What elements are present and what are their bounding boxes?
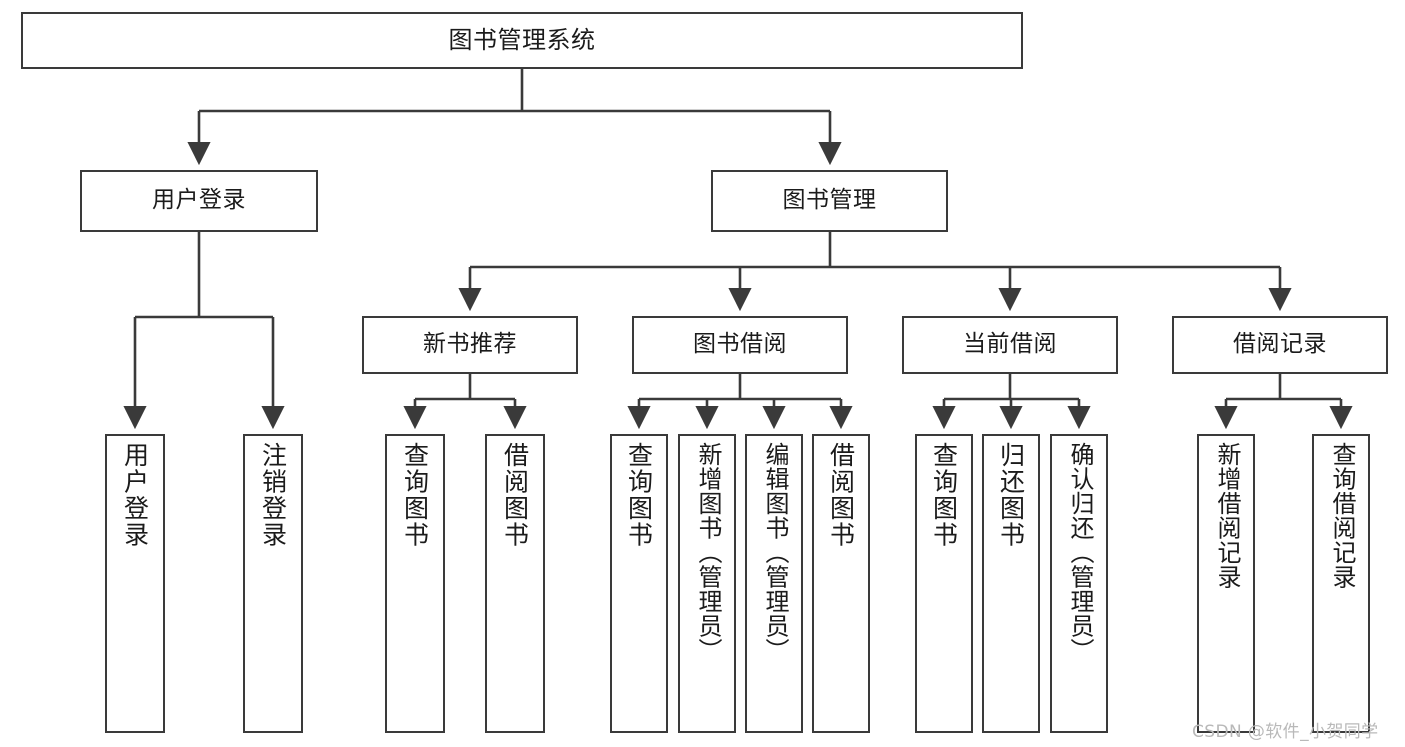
node-label-book-mgmt: 图书管理 [782,187,877,214]
node-leaf-br-add[interactable]: 新增借阅记录 [1197,434,1255,733]
node-label-leaf-user-login: 用户登录 [120,442,150,548]
node-label-leaf-rec-query: 查询图书 [400,442,430,548]
node-leaf-rec-query[interactable]: 查询图书 [385,434,445,733]
node-leaf-user-login[interactable]: 用户登录 [105,434,165,733]
node-user-login[interactable]: 用户登录 [80,170,318,232]
node-label-leaf-bb-borrow: 借阅图书 [826,442,856,548]
node-leaf-cb-query[interactable]: 查询图书 [915,434,973,733]
node-label-root: 图书管理系统 [448,26,596,55]
node-label-book-borrow: 图书借阅 [693,331,787,358]
node-label-current-borrow: 当前借阅 [963,331,1057,358]
node-current-borrow[interactable]: 当前借阅 [902,316,1118,374]
node-borrow-record[interactable]: 借阅记录 [1172,316,1388,374]
node-leaf-bb-edit[interactable]: 编辑图书（管理员） [745,434,803,733]
node-label-leaf-bb-add: 新增图书（管理员） [693,442,722,663]
node-label-user-login: 用户登录 [152,187,246,214]
node-book-borrow[interactable]: 图书借阅 [632,316,848,374]
node-new-book-rec[interactable]: 新书推荐 [362,316,578,374]
node-leaf-cb-confirm[interactable]: 确认归还（管理员） [1050,434,1108,733]
node-leaf-cb-return[interactable]: 归还图书 [982,434,1040,733]
node-label-leaf-br-add: 新增借阅记录 [1212,442,1241,589]
node-label-leaf-bb-edit: 编辑图书（管理员） [760,442,789,663]
node-leaf-bb-query[interactable]: 查询图书 [610,434,668,733]
node-root[interactable]: 图书管理系统 [21,12,1023,69]
node-label-leaf-cb-return: 归还图书 [996,442,1026,548]
node-leaf-bb-borrow[interactable]: 借阅图书 [812,434,870,733]
node-label-leaf-cb-confirm: 确认归还（管理员） [1065,442,1094,663]
node-label-leaf-rec-borrow: 借阅图书 [500,442,530,548]
node-leaf-rec-borrow[interactable]: 借阅图书 [485,434,545,733]
node-leaf-br-query[interactable]: 查询借阅记录 [1312,434,1370,733]
node-label-leaf-cb-query: 查询图书 [929,442,959,548]
node-label-leaf-user-logout: 注销登录 [258,442,288,548]
node-label-leaf-bb-query: 查询图书 [624,442,654,548]
node-book-mgmt[interactable]: 图书管理 [711,170,948,232]
node-leaf-bb-add[interactable]: 新增图书（管理员） [678,434,736,733]
node-label-borrow-record: 借阅记录 [1233,331,1327,358]
node-label-leaf-br-query: 查询借阅记录 [1327,442,1356,589]
node-label-new-book-rec: 新书推荐 [423,331,517,358]
node-leaf-user-logout[interactable]: 注销登录 [243,434,303,733]
